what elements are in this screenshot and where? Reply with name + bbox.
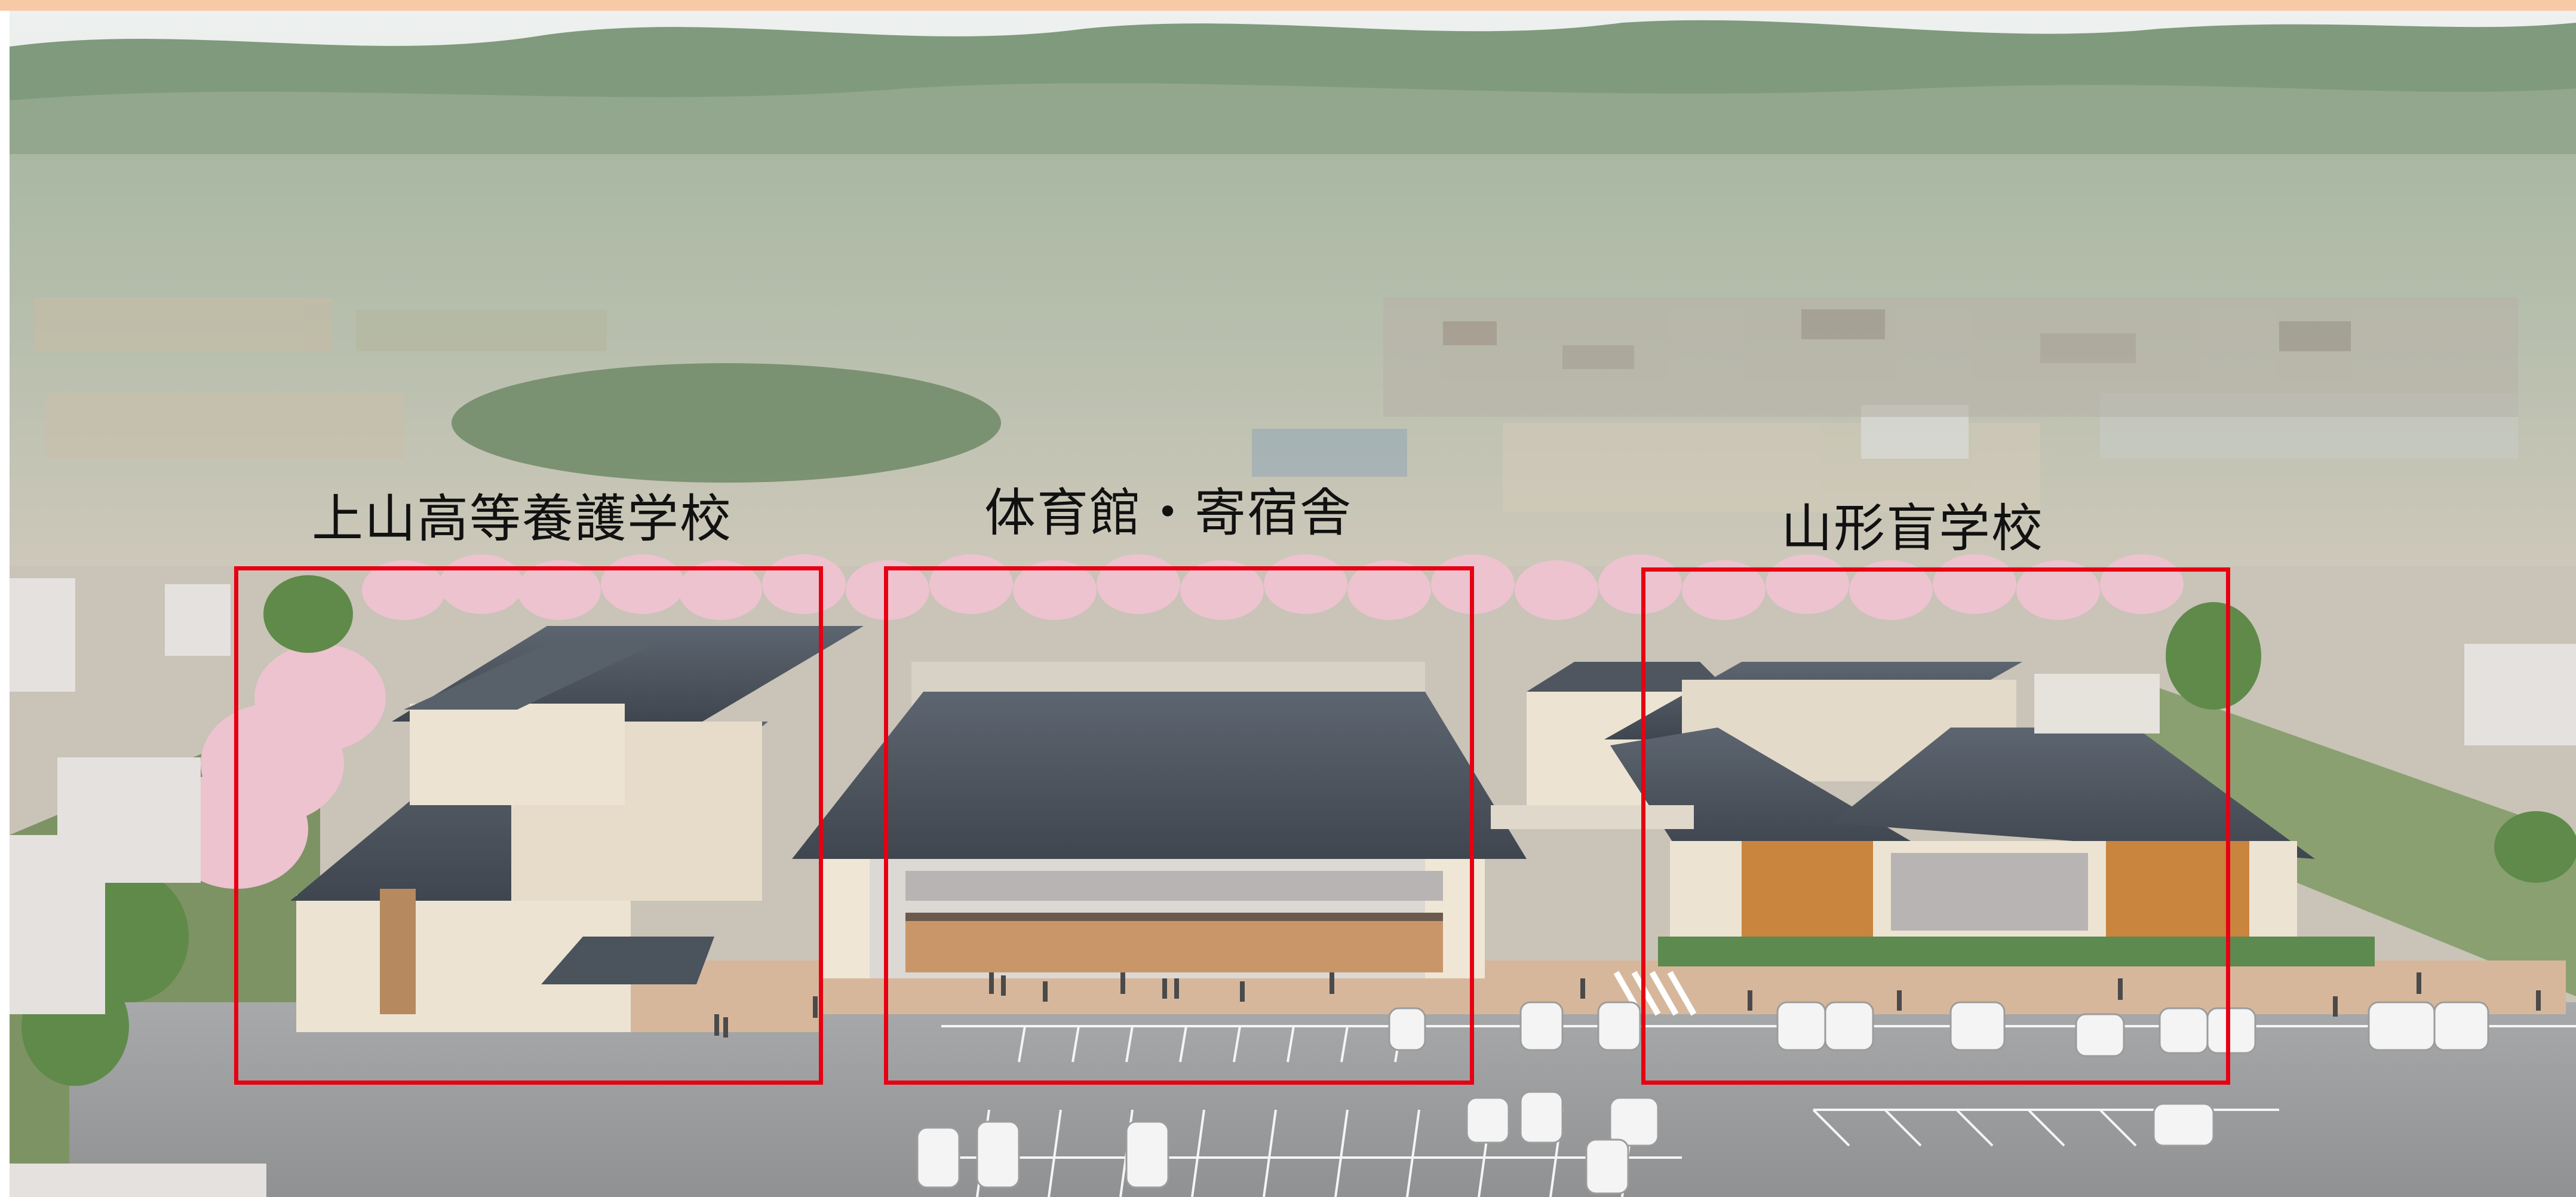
top-accent-strip (0, 0, 2576, 11)
highlight-box-center (884, 566, 1474, 1085)
highlight-box-right (1641, 567, 2230, 1085)
pedestrians (714, 972, 2541, 1038)
highlight-box-left (234, 566, 823, 1085)
crosswalk (1613, 971, 1697, 1016)
parking-lot (69, 1002, 2576, 1197)
campus-rendering (10, 11, 2576, 1197)
forest-grove (452, 363, 1001, 483)
connecting-walkway (1491, 805, 1694, 829)
hedge-row (1658, 937, 2375, 966)
annotation-label-left: 上山高等養護学校 (312, 489, 732, 549)
right-school-building (1527, 662, 2315, 954)
gymnasium-dormitory (792, 662, 1527, 978)
annotation-label-center: 体育館・寄宿舎 (984, 483, 1352, 543)
field-patches (33, 297, 2518, 512)
neighbor-buildings (10, 578, 2576, 1197)
parked-cars (916, 1001, 2489, 1195)
town-area (1383, 297, 2518, 417)
annotation-label-right: 山形盲学校 (1781, 499, 2044, 558)
right-slope (2136, 680, 2576, 996)
